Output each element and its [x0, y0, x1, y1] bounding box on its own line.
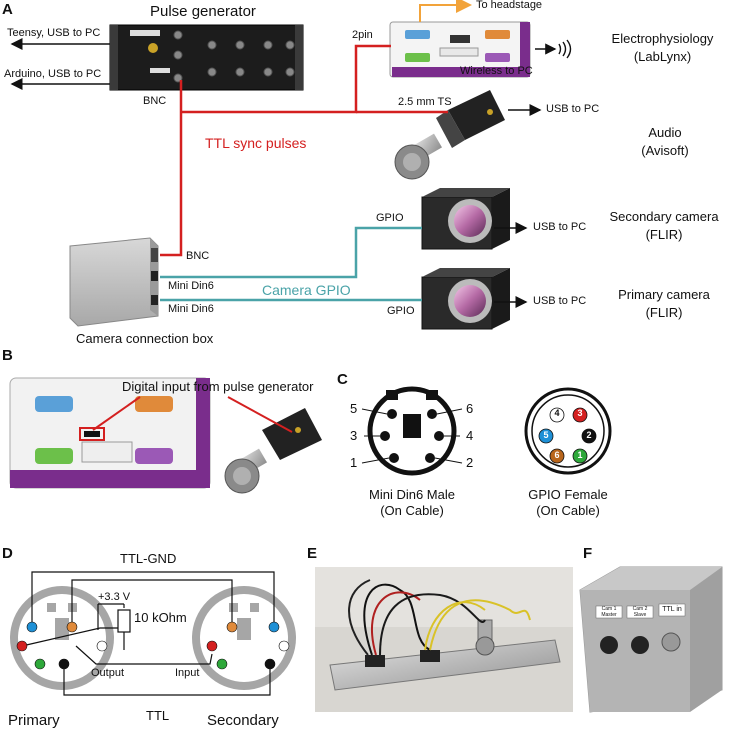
secondary-camera-photo	[421, 188, 510, 250]
to-headstage-label: To headstage	[476, 0, 543, 11]
audio-usb-label: USB to PC	[546, 103, 600, 115]
din-pin-5: 5	[350, 401, 358, 416]
mini-din-subtitle: (On Cable)	[380, 503, 444, 518]
panel-label-c: C	[337, 371, 348, 388]
ttl-sync-label: TTL sync pulses	[205, 135, 307, 151]
audio-subtitle: (Avisoft)	[641, 143, 689, 158]
din-pin-6: 6	[466, 401, 474, 416]
primary-label: Primary	[8, 712, 60, 729]
gpio-pin-1: 1	[577, 450, 583, 460]
din-pin-3: 3	[350, 428, 358, 443]
wiring-harness-photo	[315, 567, 573, 712]
lablynx-photo-b	[9, 377, 211, 489]
connection-box-label: Camera connection box	[76, 331, 214, 346]
audio-microphone-photo	[394, 90, 505, 180]
ttl-sync-wire	[160, 44, 448, 257]
din-pin-4: 4	[466, 428, 474, 443]
mini-din6-connector	[361, 386, 463, 476]
din-pin-1: 1	[350, 455, 358, 470]
wiring-schematic	[10, 571, 296, 696]
primary-usb-label: USB to PC	[533, 295, 587, 307]
cam2-sublabel: Slave	[633, 612, 647, 618]
gpio-pin-6: 6	[554, 450, 560, 460]
primary-camera-photo	[421, 268, 510, 330]
mini-din-2-label: Mini Din6	[168, 303, 214, 315]
audio-title: Audio	[648, 125, 682, 140]
voltage-label: +3.3 V	[98, 591, 131, 603]
mini-din-title: Mini Din6 Male	[369, 487, 455, 502]
gpio-pin-3: 3	[577, 408, 583, 418]
gpio-pin-4: 4	[554, 408, 560, 418]
secondary-camera-subtitle: (FLIR)	[645, 227, 683, 242]
arduino-label: Arduino, USB to PC	[4, 68, 102, 80]
panel-label-d: D	[2, 545, 13, 562]
connection-box-photo-f	[579, 566, 723, 713]
ttl-in-label: TTL in	[662, 606, 682, 613]
gpio-primary-label: GPIO	[387, 305, 415, 317]
panel-label-b: B	[2, 347, 13, 364]
connection-box-photo	[69, 237, 159, 327]
output-label: Output	[91, 667, 125, 679]
wireless-label: Wireless to PC	[460, 65, 533, 77]
ttl-label: TTL	[146, 708, 170, 723]
electrophysiology-photo	[389, 21, 531, 78]
secondary-usb-label: USB to PC	[533, 221, 587, 233]
gpio-female-title: GPIO Female	[528, 487, 608, 502]
gpio-female-connector	[524, 387, 612, 475]
camera-gpio-label: Camera GPIO	[262, 282, 351, 298]
panel-label-e: E	[307, 545, 318, 562]
gpio-secondary-label: GPIO	[376, 212, 404, 224]
headstage-arrow	[419, 0, 472, 22]
primary-camera-subtitle: (FLIR)	[645, 305, 683, 320]
secondary-camera-title: Secondary camera	[609, 209, 719, 224]
panel-label-f: F	[583, 545, 593, 562]
pulse-generator-label: Pulse generator	[150, 3, 256, 20]
resistor-label: 10 kOhm	[134, 610, 187, 625]
gpio-female-subtitle: (On Cable)	[536, 503, 600, 518]
din-pin-2: 2	[466, 455, 474, 470]
gpio-pin-5: 5	[543, 430, 549, 440]
gpio-pin-2: 2	[586, 430, 592, 440]
ts-label: 2.5 mm TS	[398, 96, 452, 108]
cam1-label: Cam 1	[601, 606, 617, 612]
input-label: Input	[175, 667, 200, 679]
cam1-sublabel: Master	[601, 612, 617, 618]
cam2-label: Cam 2	[632, 606, 648, 612]
digital-input-pointers	[92, 396, 293, 433]
ephys-subtitle: (LabLynx)	[633, 49, 692, 64]
camera-gpio-wire	[160, 226, 422, 302]
digital-input-label: Digital input from pulse generator	[122, 379, 314, 394]
bnc-top-label: BNC	[143, 95, 167, 107]
panel-label-a: A	[2, 1, 13, 18]
bnc-box-label: BNC	[186, 250, 210, 262]
teensy-label: Teensy, USB to PC	[7, 27, 101, 39]
ttl-gnd-label: TTL-GND	[120, 551, 177, 566]
pulse-generator-photo	[109, 24, 304, 91]
secondary-label: Secondary	[207, 712, 279, 729]
microphone-photo-b	[224, 408, 322, 494]
wireless-icon	[535, 39, 572, 59]
ephys-title: Electrophysiology	[611, 31, 714, 46]
mini-din-1-label: Mini Din6	[168, 280, 214, 292]
two-pin-label: 2pin	[352, 29, 373, 41]
primary-camera-title: Primary camera	[618, 287, 710, 302]
